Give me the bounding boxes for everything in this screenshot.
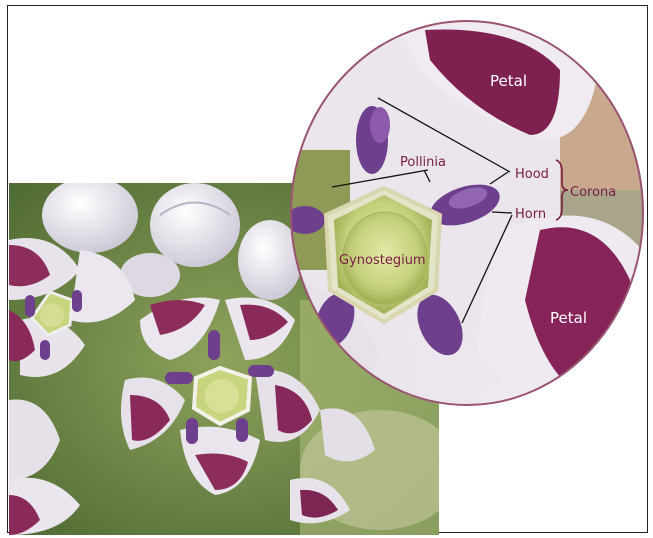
- label-horn: Horn: [515, 207, 546, 222]
- label-petal-top: Petal: [490, 72, 527, 90]
- label-gynostegium: Gynostegium: [339, 253, 426, 268]
- label-petal-bottom: Petal: [550, 309, 587, 327]
- label-corona: Corona: [570, 185, 616, 200]
- label-pollinia: Pollinia: [400, 155, 446, 170]
- label-hood: Hood: [515, 167, 549, 182]
